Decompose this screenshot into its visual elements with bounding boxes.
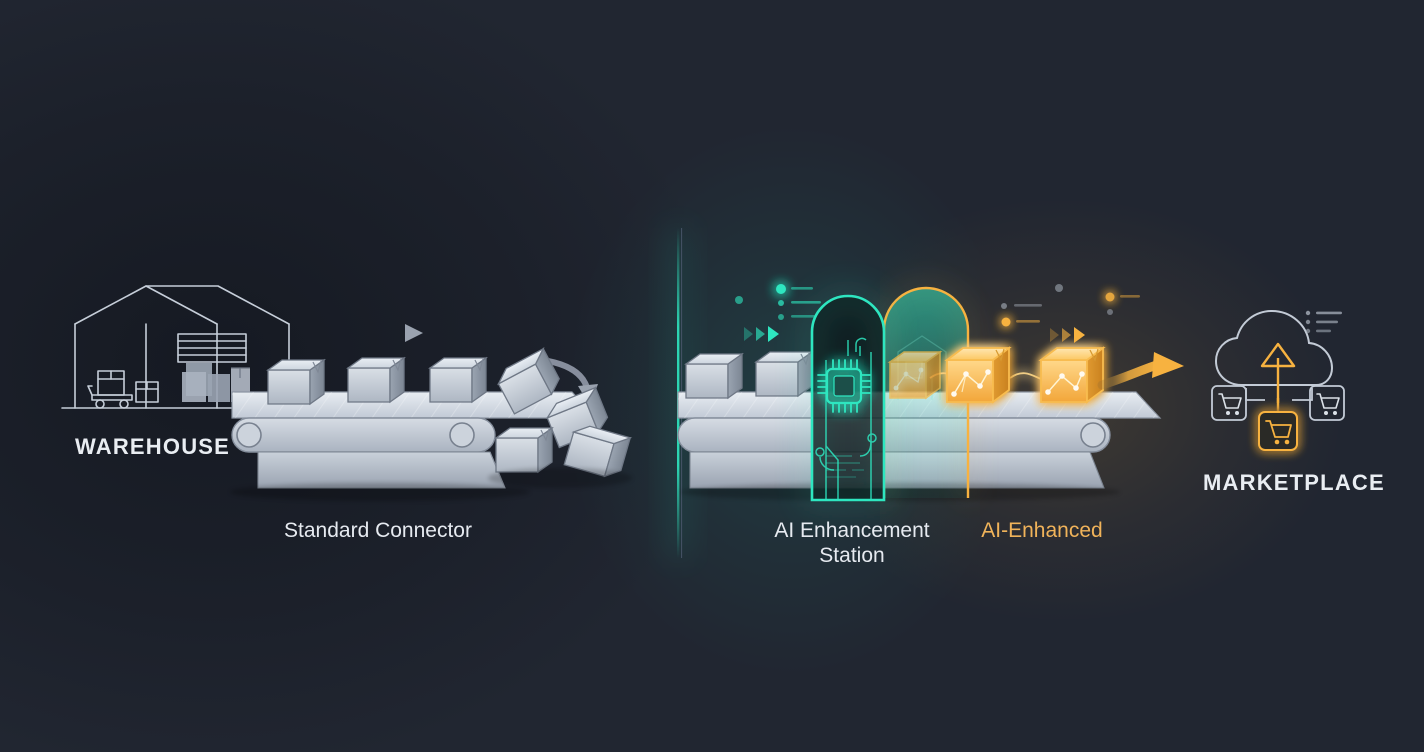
station-readout	[826, 455, 864, 478]
box-enhanced	[1038, 346, 1106, 404]
box-on-belt	[345, 356, 407, 404]
warehouse-outline-icon	[61, 285, 301, 409]
cloud-icon	[1214, 309, 1334, 386]
cpu-chip-icon	[817, 359, 871, 413]
box-on-belt	[427, 356, 489, 404]
arrow-up-gold-icon	[1260, 342, 1296, 412]
ai-station-caption: AI Enhancement Station	[742, 518, 962, 568]
cart-icon[interactable]	[1309, 385, 1345, 421]
conveyor-left	[230, 391, 598, 501]
cart-highlighted-icon[interactable]	[1258, 411, 1298, 451]
box-on-belt	[753, 350, 815, 398]
ai-enhanced-caption: AI-Enhanced	[981, 519, 1103, 542]
box-fallen	[493, 426, 555, 474]
ai-station-caption-line2: Station	[819, 544, 885, 567]
chevrons-gold-icon	[1050, 327, 1085, 343]
arrow-right-gray-icon	[366, 324, 423, 342]
box-enhanced	[944, 346, 1012, 404]
warehouse-label: WAREHOUSE	[75, 434, 231, 459]
ai-enhancement-station[interactable]	[809, 286, 970, 503]
box-on-belt	[265, 358, 327, 406]
box-falling	[496, 347, 560, 415]
box-fallen	[563, 425, 633, 478]
ai-station-caption-line1: AI Enhancement	[774, 519, 930, 542]
arrow-right-gold-icon	[1097, 352, 1184, 390]
box-on-belt	[683, 352, 745, 400]
standard-connector-caption: Standard Connector	[284, 519, 472, 542]
box-enhanced	[887, 350, 943, 400]
marketplace-icon	[1211, 309, 1345, 451]
cart-icon[interactable]	[1211, 385, 1247, 421]
hud-teal-cluster	[735, 284, 821, 320]
list-icon	[1305, 310, 1342, 334]
hud-gold-cluster	[1001, 284, 1140, 327]
marketplace-label: MARKETPLACE	[1203, 470, 1385, 495]
chevrons-teal-icon	[744, 326, 779, 342]
